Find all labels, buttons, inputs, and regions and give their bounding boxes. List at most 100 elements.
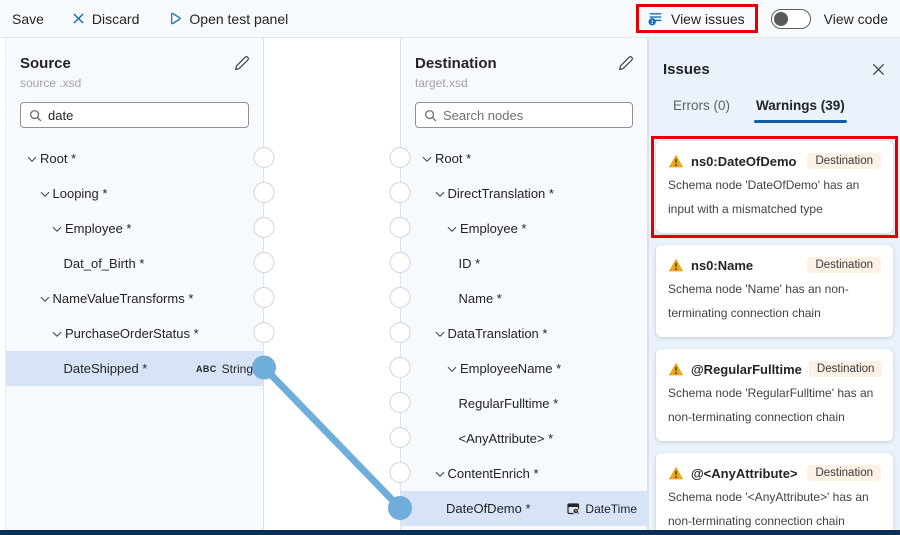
tab-warnings[interactable]: Warnings (39) <box>746 94 855 123</box>
string-type-icon: ABC <box>195 363 217 374</box>
issues-panel: Issues Errors (0) Warnings (39) <box>648 38 900 530</box>
chevron-down-icon[interactable] <box>51 328 65 340</box>
connection-line[interactable] <box>261 365 403 511</box>
chevron-down-icon[interactable] <box>26 153 40 165</box>
tree-node[interactable]: DataTranslation * <box>401 316 647 351</box>
node-type-badge: DateTime <box>567 502 637 516</box>
tree-node-label: PurchaseOrderStatus * <box>65 326 199 341</box>
source-search-box <box>20 102 249 128</box>
chevron-down-icon[interactable] <box>434 468 448 480</box>
destination-search-box <box>415 102 633 128</box>
warning-message: Schema node 'DateOfDemo' has an input wi… <box>668 178 860 216</box>
pencil-icon <box>233 55 249 71</box>
tree-node-label: RegularFulltime * <box>458 396 559 411</box>
tree-node[interactable]: <AnyAttribute> * <box>401 421 647 456</box>
issues-tabs: Errors (0) Warnings (39) <box>663 94 900 123</box>
warning-card[interactable]: ns0:DateOfDemo Destination Schema node '… <box>656 141 893 233</box>
chevron-down-icon[interactable] <box>51 223 65 235</box>
tree-node[interactable]: DirectTranslation * <box>401 176 647 211</box>
warning-card-wrap: @<AnyAttribute> Destination Schema node … <box>656 453 893 530</box>
chevron-down-icon[interactable] <box>434 188 448 200</box>
destination-search-input[interactable] <box>443 107 624 123</box>
dismiss-icon <box>72 12 85 25</box>
warning-icon <box>668 257 684 273</box>
node-type-label: String <box>221 361 253 376</box>
mapper-canvas: Source source .xsd Root * <box>0 38 900 530</box>
warning-card-wrap: @RegularFulltime Destination Schema node… <box>656 349 893 441</box>
chevron-down-icon[interactable] <box>446 223 460 235</box>
destination-tree: Root * DirectTranslation * Employee * ID… <box>401 141 647 526</box>
edit-destination-schema-button[interactable] <box>617 55 633 71</box>
tree-node-label: DateOfDemo * <box>446 501 531 516</box>
destination-badge: Destination <box>807 153 881 169</box>
warning-card-wrap: ns0:DateOfDemo Destination Schema node '… <box>651 136 898 238</box>
warning-message: Schema node 'RegularFulltime' has an non… <box>668 386 874 424</box>
tree-node-label: Root * <box>40 151 77 166</box>
close-issues-button[interactable] <box>871 62 886 77</box>
discard-button-label: Discard <box>91 10 140 27</box>
tree-node[interactable]: Employee * <box>6 211 263 246</box>
tree-node-label: EmployeeName * <box>460 361 562 376</box>
open-test-panel-button[interactable]: Open test panel <box>167 11 288 27</box>
tree-node[interactable]: EmployeeName * <box>401 351 647 386</box>
save-button[interactable]: Save <box>12 11 44 27</box>
destination-panel-title: Destination <box>415 54 497 72</box>
tree-node[interactable]: Dat_of_Birth * <box>6 246 263 281</box>
tree-node[interactable]: ID * <box>401 246 647 281</box>
warnings-list: ns0:DateOfDemo Destination Schema node '… <box>649 123 900 530</box>
node-type-label: DateTime <box>585 501 637 516</box>
source-tree: Root * Looping * Employee * Dat_of_Birth… <box>6 141 263 386</box>
toggle-knob <box>773 11 788 26</box>
source-search-input[interactable] <box>48 107 240 123</box>
view-code-label: View code <box>823 10 888 27</box>
close-icon <box>871 62 886 77</box>
toolbar: Save Discard Open test panel <box>0 0 900 38</box>
source-schema-filename: source .xsd <box>20 76 82 90</box>
search-icon <box>29 109 42 122</box>
tree-node[interactable]: Root * <box>401 141 647 176</box>
tree-node-label: Employee * <box>65 221 132 236</box>
discard-button[interactable]: Discard <box>72 11 139 27</box>
open-test-panel-label: Open test panel <box>189 10 289 27</box>
tree-node-label: DirectTranslation * <box>447 186 554 201</box>
source-panel: Source source .xsd Root * <box>5 38 264 530</box>
tree-node[interactable]: Name * <box>401 281 647 316</box>
view-issues-label: View issues <box>670 10 745 27</box>
tree-node[interactable]: Root * <box>6 141 263 176</box>
tree-node[interactable]: DateShipped * ABC String <box>6 351 263 386</box>
chevron-down-icon[interactable] <box>39 188 53 200</box>
warning-card[interactable]: @<AnyAttribute> Destination Schema node … <box>656 453 893 530</box>
tree-node[interactable]: NameValueTransforms * <box>6 281 263 316</box>
view-issues-button[interactable]: View issues <box>647 10 745 27</box>
tree-node[interactable]: PurchaseOrderStatus * <box>6 316 263 351</box>
chevron-down-icon[interactable] <box>446 363 460 375</box>
chevron-down-icon[interactable] <box>421 153 435 165</box>
warning-message: Schema node '<AnyAttribute>' has an non-… <box>668 490 869 528</box>
warning-card[interactable]: @RegularFulltime Destination Schema node… <box>656 349 893 441</box>
tree-node-label: ID * <box>458 256 481 271</box>
tree-node-label: Dat_of_Birth * <box>63 256 145 271</box>
tree-node[interactable]: Looping * <box>6 176 263 211</box>
view-issues-annotation-box: View issues <box>635 4 758 33</box>
tree-node-label: NameValueTransforms * <box>52 291 194 306</box>
view-code-toggle[interactable] <box>770 8 811 29</box>
tab-errors[interactable]: Errors (0) <box>663 94 740 123</box>
destination-badge: Destination <box>807 257 881 273</box>
chevron-down-icon[interactable] <box>39 293 53 305</box>
warning-card[interactable]: ns0:Name Destination Schema node 'Name' … <box>656 245 893 337</box>
tree-node[interactable]: RegularFulltime * <box>401 386 647 421</box>
destination-schema-filename: target.xsd <box>415 76 468 90</box>
destination-panel: Destination target.xsd Root * <box>400 38 648 530</box>
tree-node[interactable]: ContentEnrich * <box>401 456 647 491</box>
chevron-down-icon[interactable] <box>434 328 448 340</box>
destination-badge: Destination <box>807 465 881 481</box>
issues-list-icon <box>647 10 664 27</box>
datetime-type-icon <box>567 503 580 515</box>
window-bottom-edge <box>0 530 900 535</box>
pencil-icon <box>617 55 633 71</box>
tree-node[interactable]: Employee * <box>401 211 647 246</box>
issues-panel-title: Issues <box>663 60 710 78</box>
tree-node[interactable]: DateOfDemo * DateTime <box>401 491 647 526</box>
edit-source-schema-button[interactable] <box>233 55 249 71</box>
warning-message: Schema node 'Name' has an non-terminatin… <box>668 282 849 320</box>
